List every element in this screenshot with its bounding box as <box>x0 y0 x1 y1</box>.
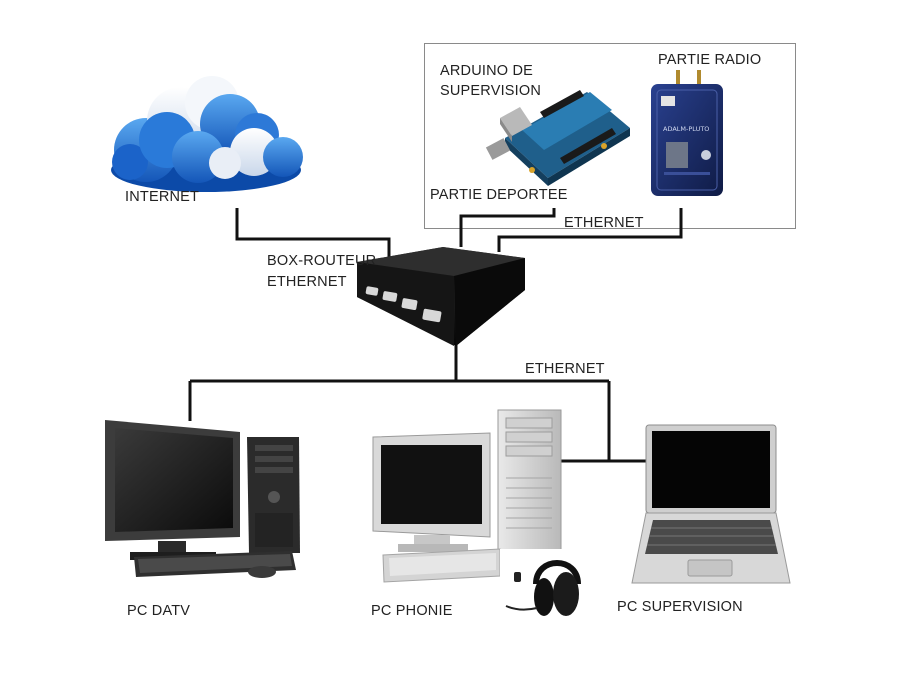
pc-supervision-icon <box>631 424 791 584</box>
label-partie-deportee: PARTIE DEPORTEE <box>430 187 568 203</box>
cables <box>188 208 683 463</box>
cable-radio-router <box>497 208 683 252</box>
label-box-line2: ETHERNET <box>267 274 347 290</box>
label-internet: INTERNET <box>125 189 200 205</box>
partie-deportee-box <box>424 43 796 229</box>
label-pc-supervision: PC SUPERVISION <box>617 599 743 615</box>
label-pc-phonie: PC PHONIE <box>371 603 453 619</box>
label-ethernet-mid: ETHERNET <box>525 361 605 377</box>
arduino-board-icon <box>485 90 630 186</box>
router-icon <box>357 247 525 346</box>
radio-device-icon: ADALM-PLUTO <box>651 70 723 196</box>
label-pc-datv: PC DATV <box>127 603 191 619</box>
label-partie-radio: PARTIE RADIO <box>658 52 762 68</box>
cable-arduino-router <box>459 208 556 247</box>
label-ethernet-top: ETHERNET <box>564 215 644 231</box>
cable-internet-router <box>235 208 391 262</box>
label-arduino-line1: ARDUINO DE <box>440 63 534 79</box>
radio-panel-text: ADALM-PLUTO <box>663 125 709 133</box>
label-box-line1: BOX-ROUTEUR <box>267 253 377 269</box>
label-arduino-line2: SUPERVISION <box>440 83 542 99</box>
pc-datv-icon <box>105 420 300 578</box>
cloud-icon <box>111 76 303 192</box>
pc-phonie-icon <box>372 409 584 621</box>
